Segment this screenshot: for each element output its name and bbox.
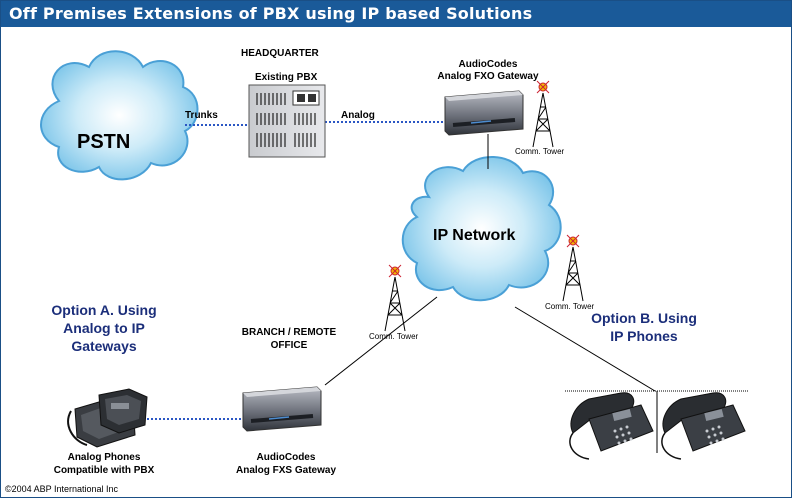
comm-tower-hq-label: Comm. Tower xyxy=(515,147,565,156)
fxs-gateway-line2: Analog FXS Gateway xyxy=(235,465,337,476)
analog-phones-label: Analog Phones Compatible with PBX xyxy=(41,451,167,477)
comm-tower-branch-label: Comm. Tower xyxy=(369,332,419,341)
option-a-line3: Gateways xyxy=(71,338,137,354)
ip-network-cloud xyxy=(401,156,562,302)
ip-network-label: IP Network xyxy=(433,227,516,244)
copyright-notice: ©2004 ABP International Inc xyxy=(5,484,119,494)
comm-tower-ipphones xyxy=(562,234,584,302)
ip-phone-right xyxy=(661,392,746,460)
option-b-label: Option B. Using IP Phones xyxy=(579,309,709,345)
title-bar: Off Premises Extensions of PBX using IP … xyxy=(1,1,791,27)
headquarter-heading: HEADQUARTER xyxy=(241,48,319,59)
comm-tower-hq xyxy=(532,80,554,148)
existing-pbx-cabinet xyxy=(248,84,326,158)
fxo-gateway-device xyxy=(444,90,524,136)
fxs-gateway-label: AudioCodes Analog FXS Gateway xyxy=(223,451,349,477)
option-a-line1: Option A. Using xyxy=(51,302,157,318)
option-b-line1: Option B. Using xyxy=(591,310,697,326)
pstn-label: PSTN xyxy=(77,131,131,153)
trunks-label: Trunks xyxy=(185,110,218,121)
pstn-cloud xyxy=(40,50,199,181)
ip-to-fxs-link xyxy=(324,296,438,386)
option-a-line2: Analog to IP xyxy=(63,320,145,336)
analog-phones-icon xyxy=(67,388,148,448)
branch-office-label: BRANCH / REMOTE OFFICE xyxy=(231,326,347,352)
ip-phone-left xyxy=(569,392,654,460)
branch-office-line1: BRANCH / REMOTE xyxy=(241,327,337,338)
ip-to-ipphones-link xyxy=(514,306,656,392)
diagram-title: Off Premises Extensions of PBX using IP … xyxy=(9,4,533,23)
fxo-gateway-label-line2: Analog FXO Gateway xyxy=(437,71,539,82)
comm-tower-branch xyxy=(384,264,406,332)
analog-phones-line1: Analog Phones xyxy=(67,452,141,463)
fxs-gateway-device xyxy=(242,386,322,432)
option-b-line2: IP Phones xyxy=(610,328,678,344)
analog-phones-line2: Compatible with PBX xyxy=(53,465,155,476)
existing-pbx-label: Existing PBX xyxy=(255,72,318,83)
fxs-gateway-line1: AudioCodes xyxy=(256,452,316,463)
analog-label: Analog xyxy=(341,110,375,121)
option-a-label: Option A. Using Analog to IP Gateways xyxy=(41,301,167,355)
fxo-gateway-label-line1: AudioCodes xyxy=(458,59,518,70)
fxo-gateway-label: AudioCodes Analog FXO Gateway xyxy=(425,59,551,83)
branch-office-line2: OFFICE xyxy=(270,340,308,351)
comm-tower-ipphones-label: Comm. Tower xyxy=(545,302,595,311)
